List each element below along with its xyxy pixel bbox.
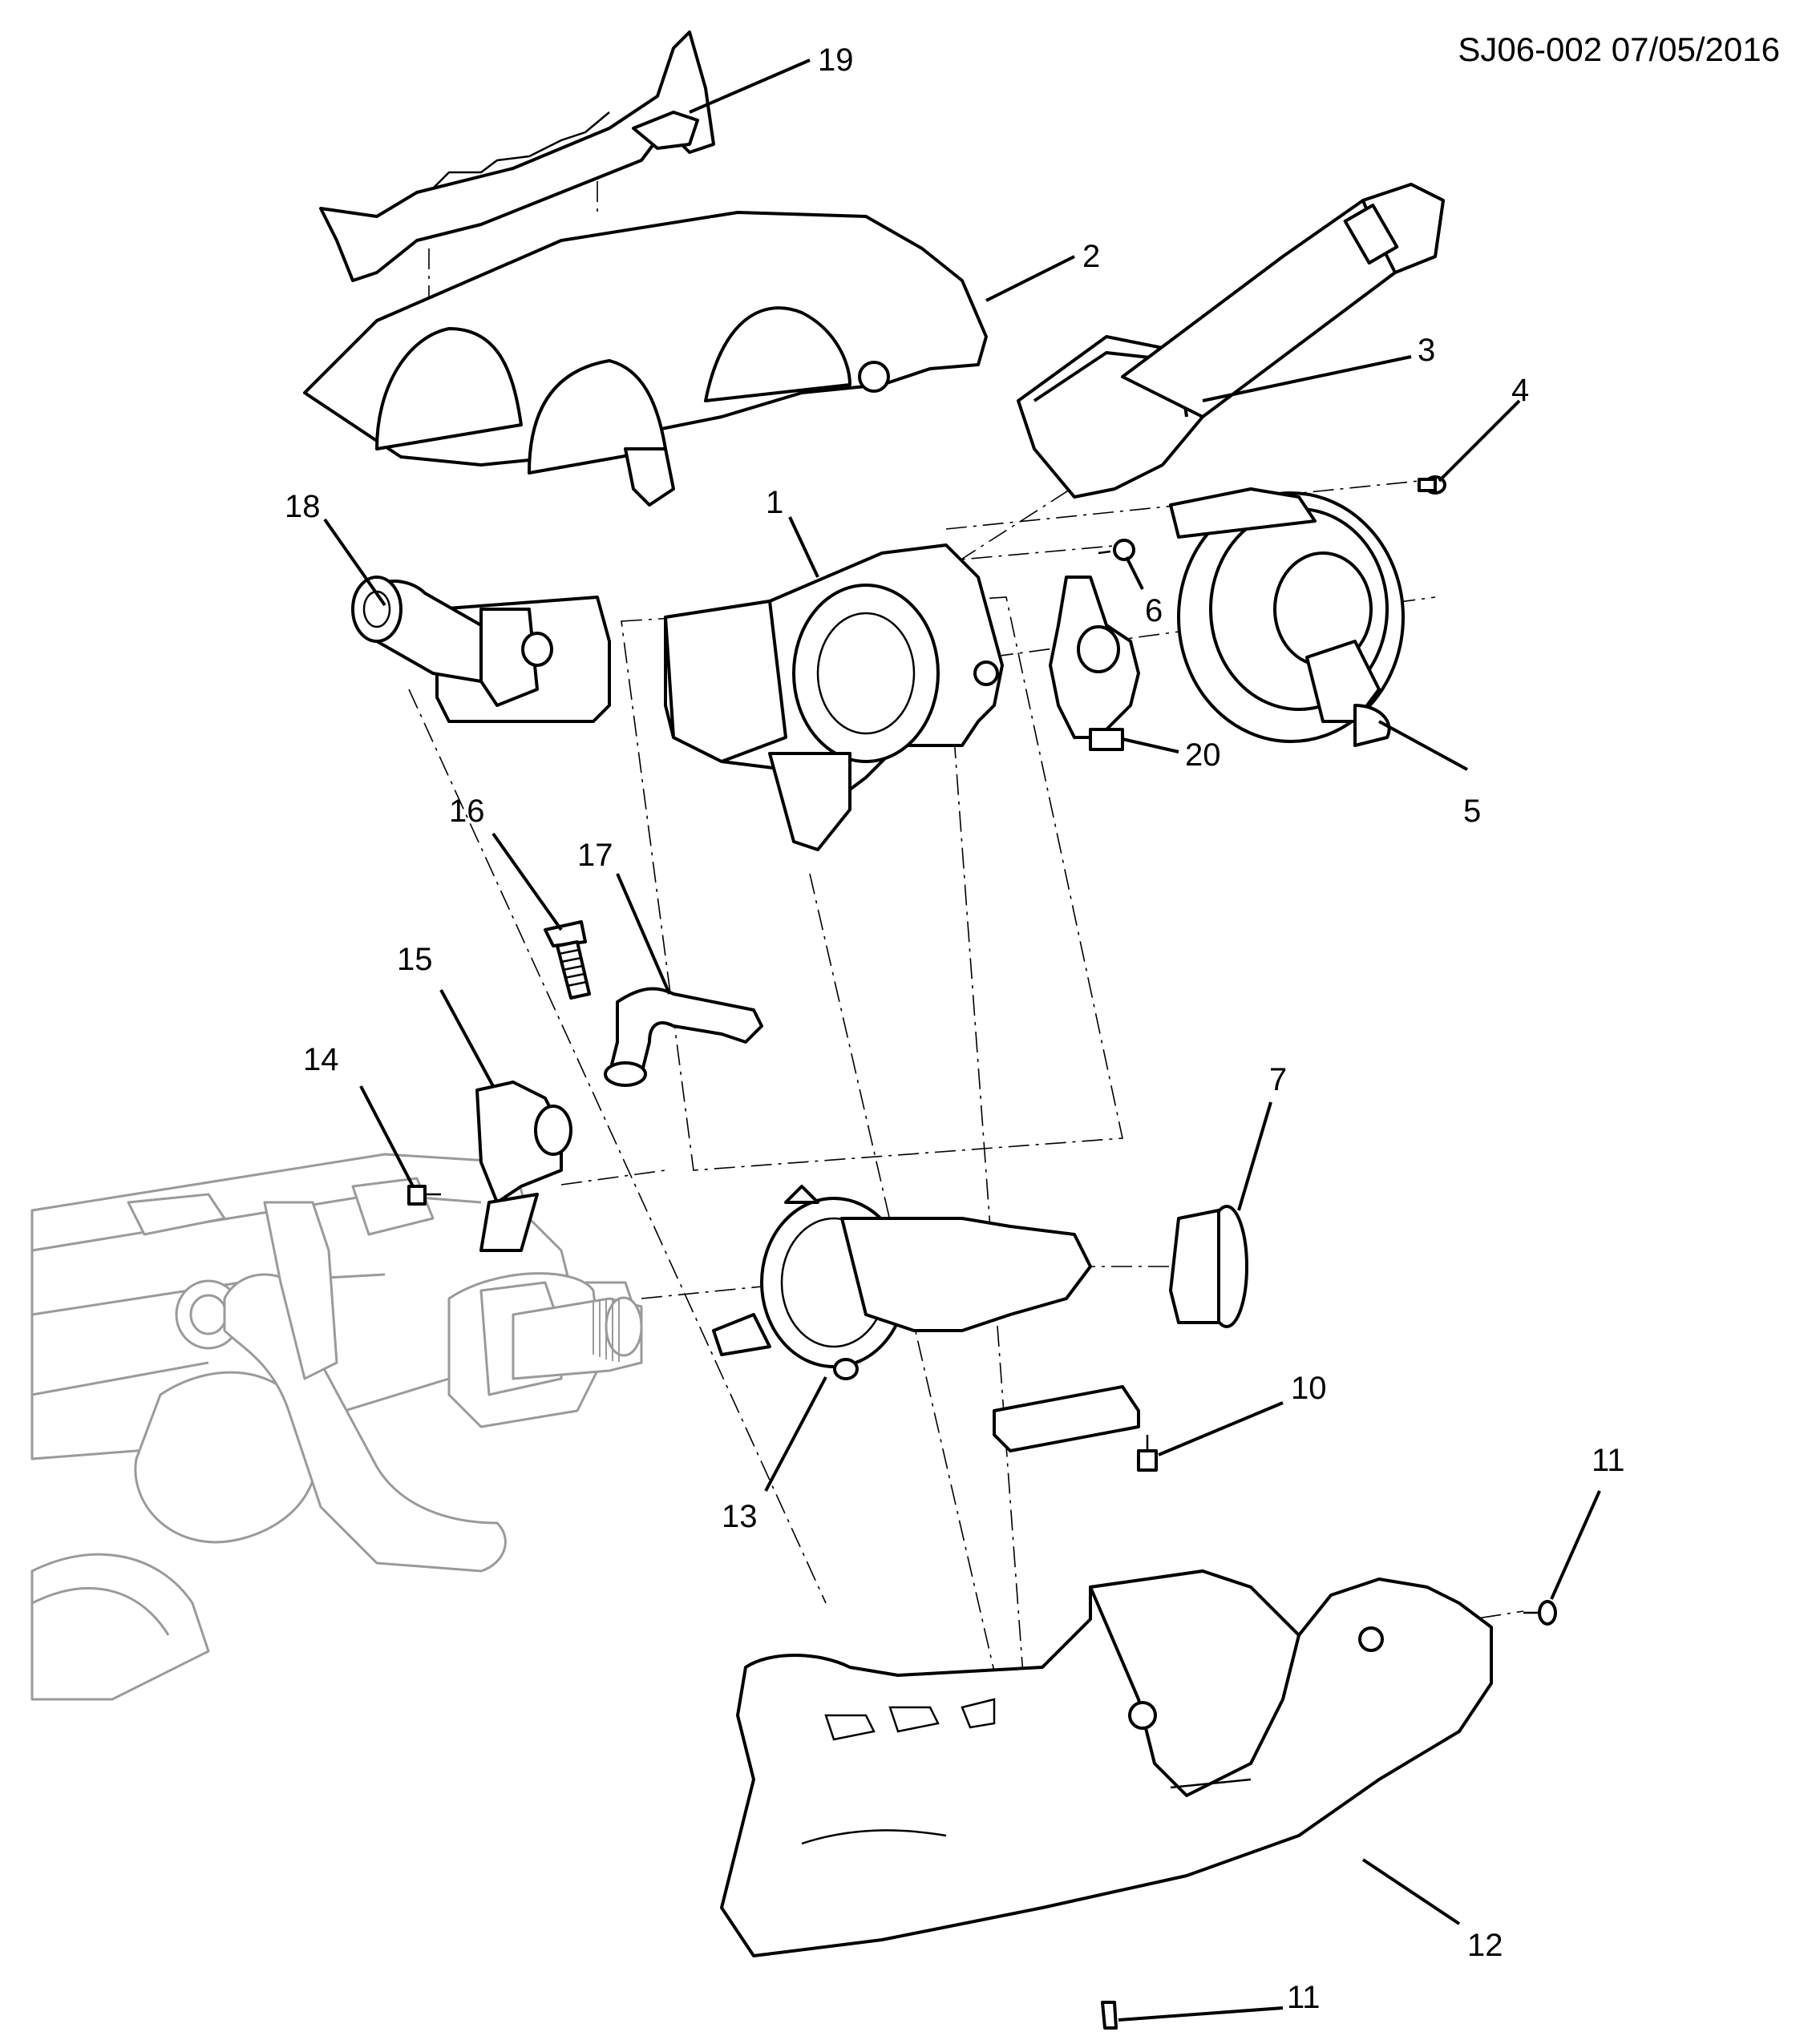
callout-5: 5 bbox=[1463, 794, 1481, 829]
callout-11-top: 11 bbox=[1592, 1443, 1625, 1478]
part-18-turn-signal-lever bbox=[351, 576, 611, 723]
callout-3: 3 bbox=[1418, 333, 1435, 368]
part-20-angle-sensor bbox=[1049, 576, 1140, 751]
callout-4: 4 bbox=[1511, 373, 1529, 408]
callout-1: 1 bbox=[766, 485, 783, 520]
callout-18: 18 bbox=[285, 489, 321, 524]
part-11-screws bbox=[1101, 1600, 1557, 2030]
callout-12: 12 bbox=[1467, 1928, 1503, 1963]
callout-10: 10 bbox=[1291, 1371, 1327, 1406]
callout-16: 16 bbox=[449, 794, 485, 829]
part-7-sensor-ring bbox=[1169, 1205, 1248, 1328]
part-6-screw bbox=[1098, 539, 1135, 561]
callout-15: 15 bbox=[397, 942, 433, 977]
callout-leaders bbox=[323, 59, 1601, 2022]
callout-7: 7 bbox=[1269, 1062, 1287, 1097]
part-2-upper-cover bbox=[303, 211, 988, 507]
diagram-reference-code: SJ06-002 07/05/2016 bbox=[1458, 30, 1780, 68]
steering-column-ghost bbox=[30, 1153, 643, 1701]
callout-14: 14 bbox=[303, 1042, 339, 1077]
callout-2: 2 bbox=[1082, 239, 1100, 274]
callout-11-bottom: 11 bbox=[1287, 1980, 1321, 2015]
part-12-lower-cover bbox=[720, 1569, 1493, 1957]
part-13-mount-assembly bbox=[712, 1185, 1092, 1380]
part-16-bolt bbox=[544, 920, 591, 1000]
callout-17: 17 bbox=[577, 838, 613, 873]
part-10-plate-and-screw bbox=[993, 1385, 1158, 1472]
callout-20: 20 bbox=[1185, 737, 1221, 773]
part-15-ignition-lock bbox=[475, 1081, 572, 1252]
part-3-wiper-switch bbox=[1017, 183, 1445, 499]
callout-labels: 19 2 3 4 18 1 6 20 5 16 17 15 14 7 10 13… bbox=[285, 42, 1625, 2015]
part-14-screw bbox=[407, 1185, 441, 1206]
part-5-clock-spring bbox=[1169, 487, 1405, 747]
part-19-upper-trim bbox=[319, 30, 715, 282]
callout-19: 19 bbox=[818, 42, 854, 78]
callout-6: 6 bbox=[1145, 593, 1163, 628]
callout-13: 13 bbox=[722, 1499, 758, 1534]
part-17-bracket bbox=[604, 987, 763, 1087]
part-1-switch-housing bbox=[664, 543, 1004, 851]
